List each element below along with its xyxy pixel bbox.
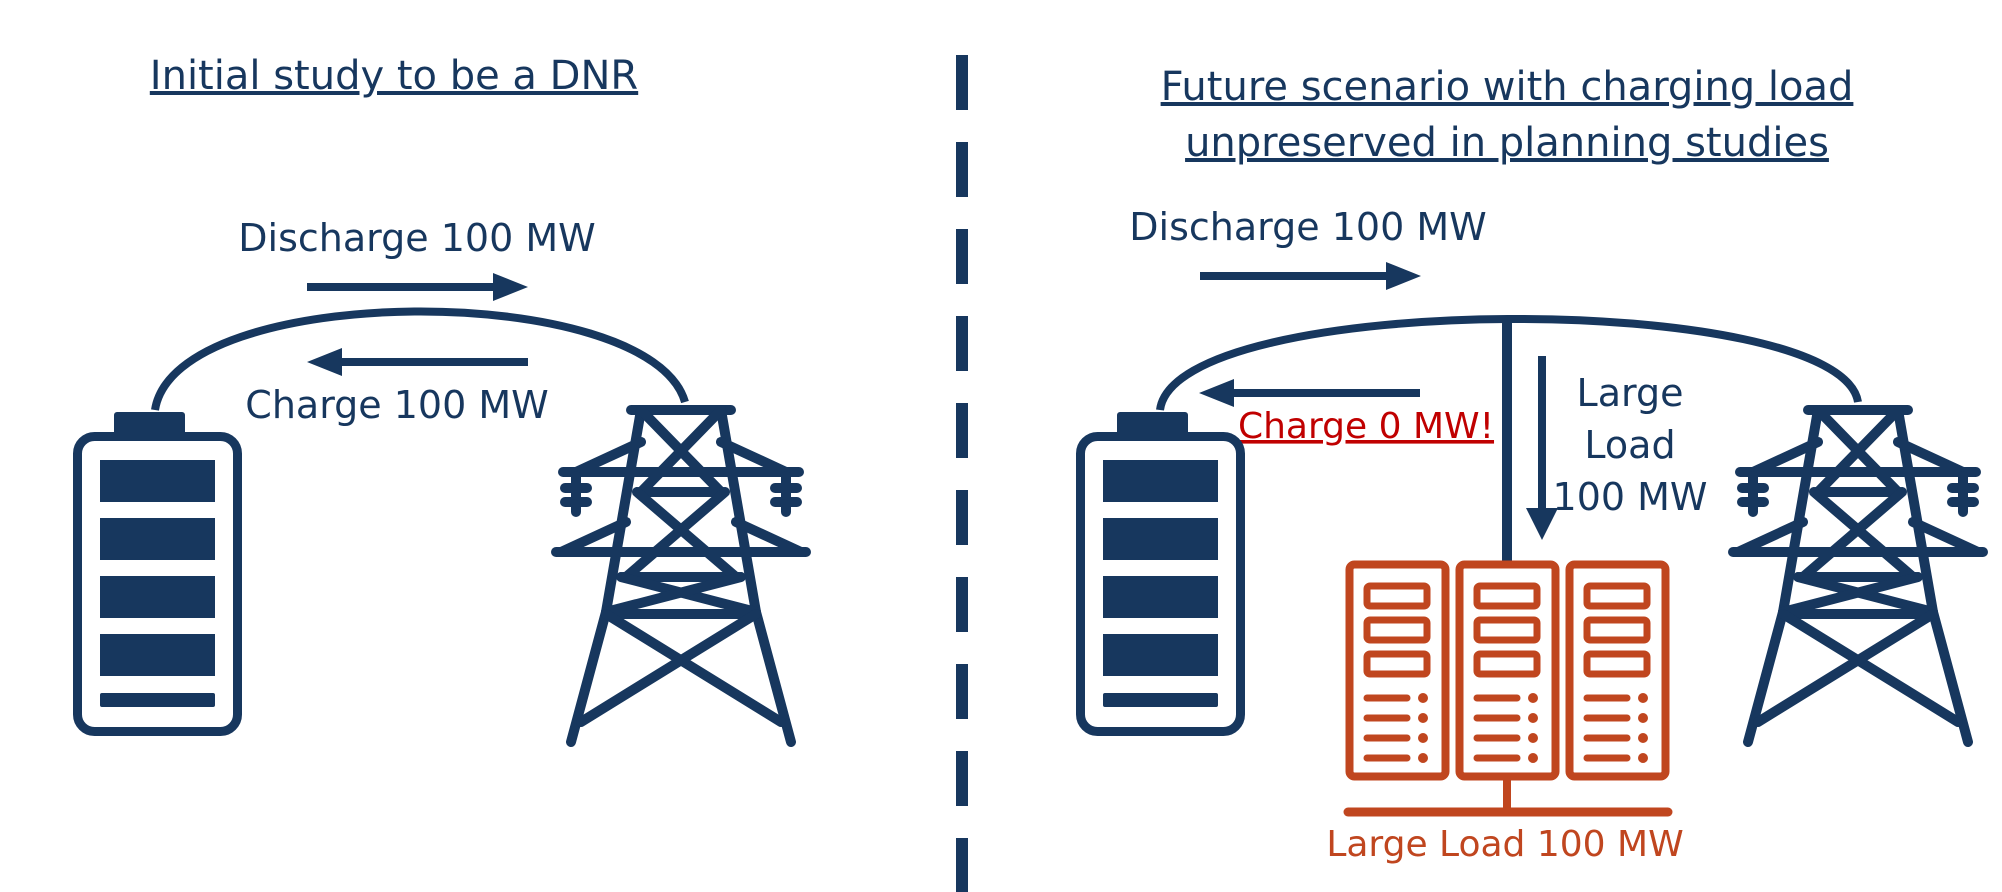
left-transmission-line [151, 307, 689, 411]
large-load-label: Large Load 100 MW [1326, 824, 1683, 865]
right-panel-title-line1: Future scenario with charging load [1161, 64, 1854, 110]
left-discharge-arrow [307, 273, 528, 301]
left-charge-arrow [307, 348, 528, 376]
right-discharge-arrow [1200, 262, 1421, 290]
transmission-tower-icon [556, 410, 806, 742]
battery-icon [1081, 412, 1241, 732]
battery-icon [78, 412, 238, 732]
right-panel-title-line2: unpreserved in planning studies [1185, 120, 1829, 166]
left-panel-title: Initial study to be a DNR [150, 53, 638, 99]
left-panel: Initial study to be a DNR Discharge 100 … [78, 53, 807, 742]
right-panel: Future scenario with charging load unpre… [1081, 64, 1984, 865]
right-discharge-label: Discharge 100 MW [1129, 205, 1486, 249]
right-charge-warning-label: Charge 0 MW! [1238, 406, 1494, 447]
right-charge-arrow [1199, 379, 1420, 407]
load-flow-label-line1: Large [1577, 371, 1684, 415]
load-flow-arrow [1526, 356, 1558, 540]
left-discharge-label: Discharge 100 MW [238, 216, 595, 260]
load-flow-label-line3: 100 MW [1553, 475, 1708, 519]
server-rack-icon [1343, 565, 1673, 817]
load-flow-label-line2: Load [1584, 423, 1675, 467]
left-charge-label: Charge 100 MW [245, 383, 548, 427]
transmission-tower-icon [1733, 410, 1983, 742]
